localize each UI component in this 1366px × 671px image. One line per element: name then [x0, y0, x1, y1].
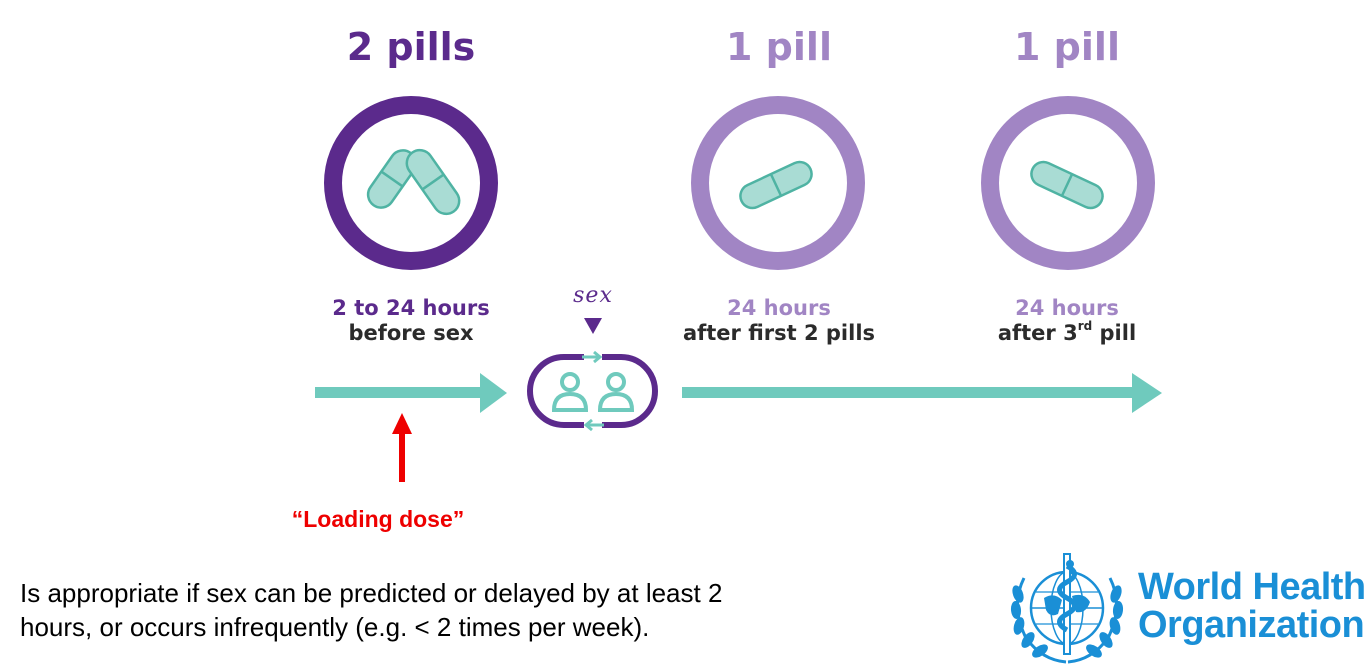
dose-1-timing: 2 to 24 hours: [332, 296, 490, 320]
loading-dose-label: “Loading dose”: [291, 506, 465, 532]
dose-3-ring: [981, 96, 1155, 270]
dose-1-title: 2 pills: [346, 25, 476, 69]
couple-icon: [527, 350, 658, 432]
dose-3-title: 1 pill: [1014, 25, 1120, 69]
dose-3-caption: 24 hours after 3rd pill: [917, 296, 1217, 346]
down-triangle-icon: [584, 318, 602, 334]
dose-2-description: after first 2 pills: [682, 321, 876, 345]
who-emblem-icon: [1010, 553, 1124, 664]
dose-3-description: after 3rd pill: [997, 319, 1137, 345]
dose-1-ring: [324, 96, 498, 270]
dose-3-timing: 24 hours: [1015, 296, 1119, 320]
dose-2-timing: 24 hours: [727, 296, 831, 320]
dose-2-title: 1 pill: [726, 25, 832, 69]
pill-icon: [739, 160, 813, 210]
sex-label: sex: [573, 283, 613, 308]
timeline-arrow-before: [315, 373, 507, 413]
organization-name-line-2: Organization: [1138, 604, 1365, 646]
footnote-line-2: hours, or occurs infrequently (e.g. < 2 …: [20, 612, 650, 642]
dose-1-description: before sex: [348, 321, 474, 345]
dose-1-caption: 2 to 24 hours before sex: [261, 296, 561, 346]
dose-2-ring: [691, 96, 865, 270]
pill-icon: [1030, 160, 1104, 210]
organization-name: World Health Organization: [1138, 568, 1366, 644]
footnote-line-1: Is appropriate if sex can be predicted o…: [20, 578, 723, 608]
timeline-arrow-after: [682, 373, 1162, 413]
dose-2-caption: 24 hours after first 2 pills: [629, 296, 929, 346]
organization-name-line-1: World Health: [1138, 566, 1366, 608]
footnote-text: Is appropriate if sex can be predicted o…: [20, 576, 960, 644]
up-arrow-icon: [392, 413, 412, 482]
pill-icon: [405, 148, 461, 216]
